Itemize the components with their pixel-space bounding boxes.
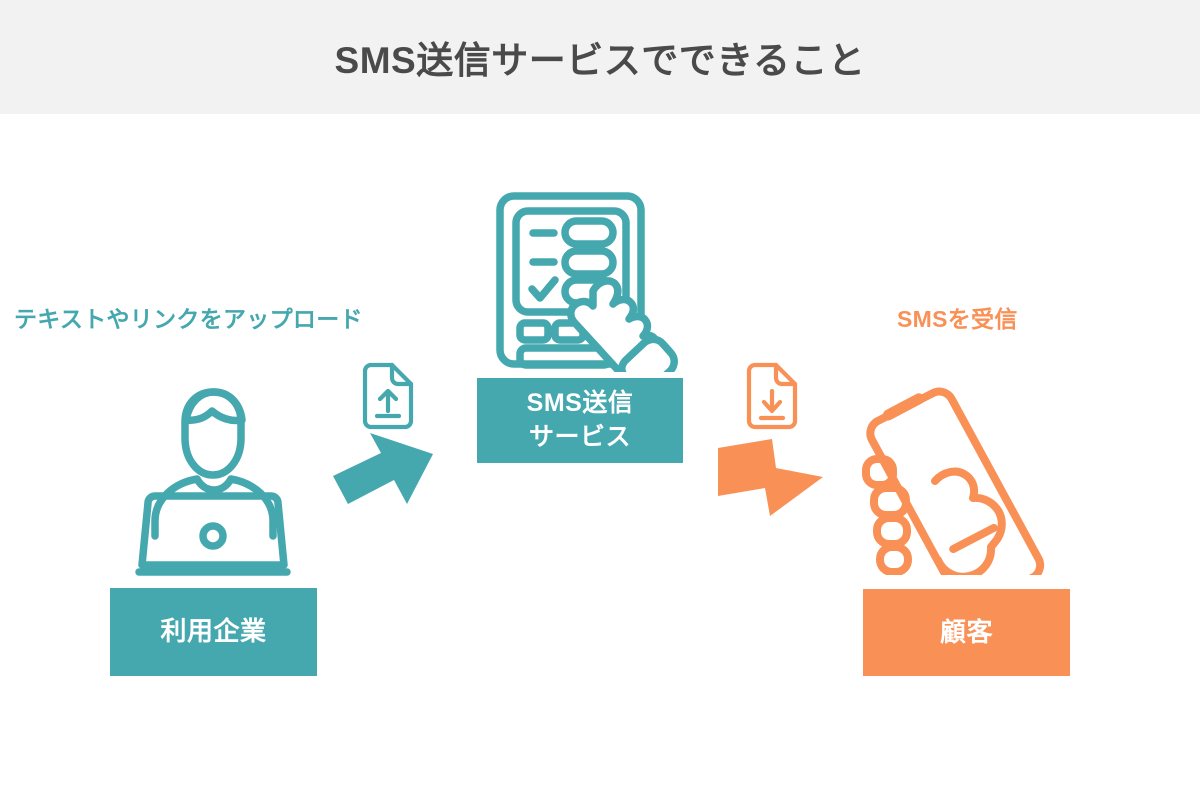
- caption-receive-sms: SMSを受信: [897, 306, 1018, 332]
- box-sms-service-line2: サービス: [528, 422, 631, 451]
- box-company: 利用企業: [110, 588, 317, 676]
- person-at-laptop-icon: [133, 384, 293, 579]
- box-sms-service-line1: SMS送信: [526, 388, 634, 417]
- document-download-icon: [744, 362, 800, 430]
- arrow-down-right-icon: [715, 434, 830, 518]
- hand-holding-smartphone-icon: [862, 380, 1062, 575]
- box-sms-service: SMS送信 サービス: [477, 378, 683, 463]
- page-title: SMS送信サービスでできること: [334, 40, 866, 81]
- box-company-label: 利用企業: [160, 616, 267, 647]
- caption-upload-text: テキストやリンクをアップロード: [14, 306, 363, 332]
- tablet-checklist-hand-icon: [493, 190, 679, 372]
- header-band: [0, 0, 1200, 114]
- box-customer: 顧客: [863, 589, 1070, 676]
- diagram-canvas: テキストやリンクをアップロード SMSを受信: [0, 114, 1200, 800]
- arrow-up-right-icon: [325, 424, 440, 508]
- box-customer-label: 顧客: [939, 616, 993, 647]
- document-upload-icon: [360, 362, 416, 430]
